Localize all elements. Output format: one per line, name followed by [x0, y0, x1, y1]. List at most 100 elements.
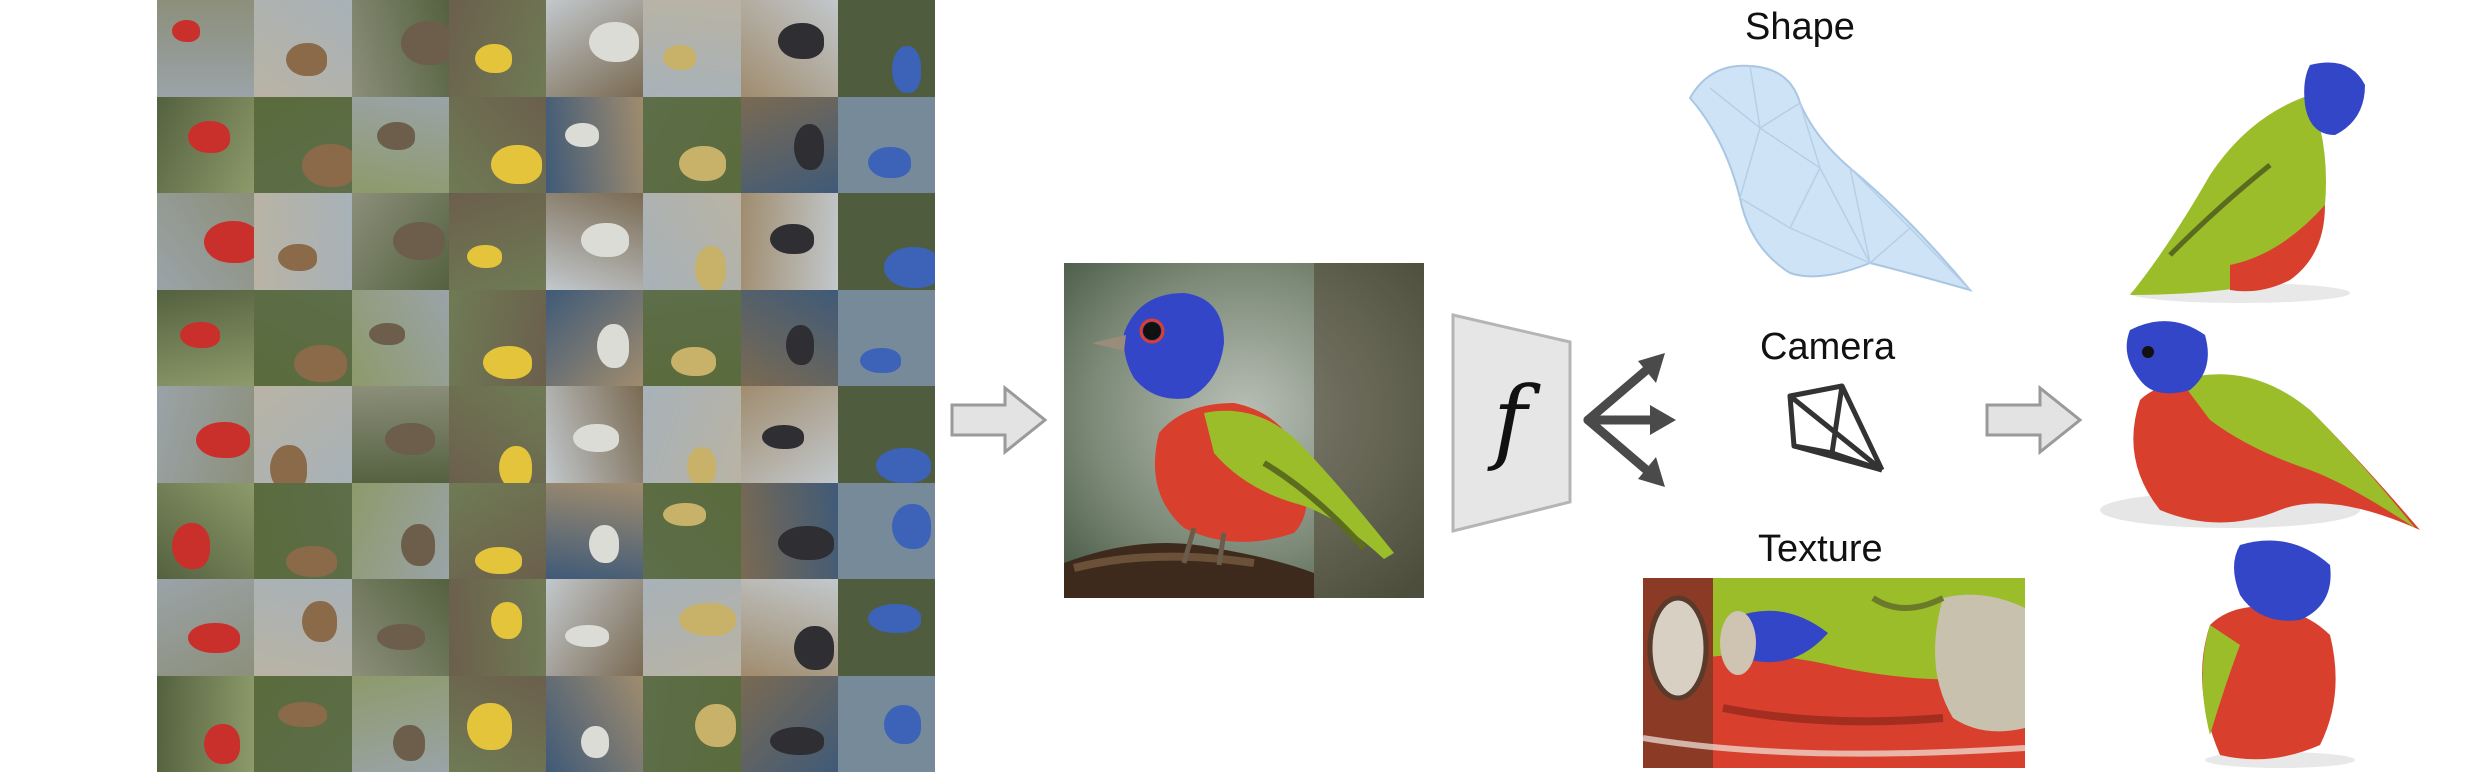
bird-photo-tile	[546, 386, 644, 483]
bird-figure	[278, 244, 318, 271]
bird-figure	[891, 503, 931, 549]
bird-figure	[769, 726, 824, 755]
bird-photo-tile	[351, 386, 449, 483]
bird-photo-tile	[351, 289, 449, 386]
bird-figure	[204, 221, 255, 263]
bird-photo-tile	[157, 96, 255, 193]
bird-photo-tile	[157, 386, 255, 483]
bird-figure	[679, 145, 727, 181]
bird-photo-tile	[546, 289, 644, 386]
bird-photo-tile	[643, 386, 741, 483]
camera-frustum-icon	[1787, 383, 1885, 473]
bird-figure	[368, 322, 405, 345]
bird-photo-grid	[157, 0, 935, 772]
bird-photo-tile	[448, 482, 546, 579]
bird-photo-tile	[157, 482, 255, 579]
bird-figure	[769, 224, 814, 254]
right-arrow-icon	[1985, 385, 2083, 455]
bird-figure	[859, 347, 901, 373]
bird-figure	[875, 448, 931, 483]
bird-figure	[302, 143, 352, 187]
bird-figure	[466, 245, 502, 268]
bird-photo-tile	[643, 482, 741, 579]
bird-figure	[883, 247, 935, 288]
bird-photo-tile	[740, 193, 838, 290]
bird-photo-tile	[837, 482, 935, 579]
bird-photo-tile	[643, 579, 741, 676]
bird-figure	[180, 321, 220, 348]
bird-figure	[172, 522, 210, 569]
bird-photo-tile	[351, 675, 449, 772]
bird-photo-tile	[740, 0, 838, 97]
bird-figure	[172, 20, 200, 42]
bird-figure	[204, 723, 240, 764]
bird-figure	[466, 702, 512, 750]
bird-photo-tile	[254, 289, 352, 386]
bird-photo-tile	[643, 0, 741, 97]
bird-photo-tile	[448, 386, 546, 483]
bird-photo-tile	[643, 193, 741, 290]
function-box-icon: f	[1451, 313, 1572, 533]
bird-photo-tile	[546, 96, 644, 193]
bird-photo-tile	[740, 675, 838, 772]
bird-figure	[498, 446, 532, 483]
bird-figure	[695, 246, 727, 290]
bird-figure	[777, 525, 834, 560]
bird-photo-tile	[157, 193, 255, 290]
bird-photo-tile	[351, 579, 449, 676]
bird-figure	[286, 43, 328, 76]
bird-photo-tile	[254, 386, 352, 483]
bird-figure	[589, 524, 619, 563]
bird-figure	[777, 23, 824, 59]
bird-figure	[294, 344, 348, 382]
bird-figure	[891, 46, 921, 93]
bird-figure	[785, 324, 814, 365]
right-arrow-icon	[950, 385, 1048, 455]
bird-figure	[867, 146, 911, 178]
bird-photo-tile	[546, 0, 644, 97]
bird-photo-tile	[448, 675, 546, 772]
bird-figure	[376, 121, 415, 150]
bird-photo-tile	[837, 0, 935, 97]
bird-photo-tile	[740, 289, 838, 386]
bird-figure	[793, 123, 824, 170]
bird-photo-tile	[546, 579, 644, 676]
bird-photo-tile	[643, 675, 741, 772]
bird-figure	[392, 724, 425, 761]
bird-figure	[883, 704, 921, 744]
bird-photo-tile	[254, 0, 352, 97]
rendered-bird-view-1	[2130, 62, 2365, 303]
bird-photo-tile	[254, 482, 352, 579]
bird-photo-tile	[448, 193, 546, 290]
bird-photo-tile	[157, 0, 255, 97]
bird-photo-tile	[254, 96, 352, 193]
bird-figure	[589, 22, 639, 62]
bird-figure	[581, 223, 629, 257]
bird-figure	[565, 625, 609, 647]
bird-figure	[597, 323, 629, 368]
bird-figure	[392, 222, 445, 260]
bird-figure	[793, 626, 834, 670]
bird-figure	[188, 623, 240, 653]
bird-figure	[400, 523, 435, 566]
bird-photo-tile	[351, 0, 449, 97]
bird-photo-tile	[546, 482, 644, 579]
bird-figure	[687, 447, 717, 483]
bird-photo-tile	[740, 482, 838, 579]
bird-figure	[581, 725, 609, 758]
input-bird-photo	[1064, 263, 1424, 598]
bird-figure	[490, 602, 522, 639]
texture-label: Texture	[1758, 528, 1883, 570]
bird-photo-tile	[448, 96, 546, 193]
bird-figure	[482, 345, 532, 379]
bird-photo-tile	[546, 193, 644, 290]
bird-figure	[474, 44, 512, 73]
bird-photo-tile	[740, 579, 838, 676]
shape-mesh-icon	[1688, 64, 1973, 292]
bird-photo-tile	[157, 675, 255, 772]
bird-figure	[573, 424, 619, 452]
bird-photo-tile	[254, 193, 352, 290]
bird-photo-tile	[448, 289, 546, 386]
bird-photo-tile	[546, 675, 644, 772]
bird-figure	[695, 703, 737, 747]
